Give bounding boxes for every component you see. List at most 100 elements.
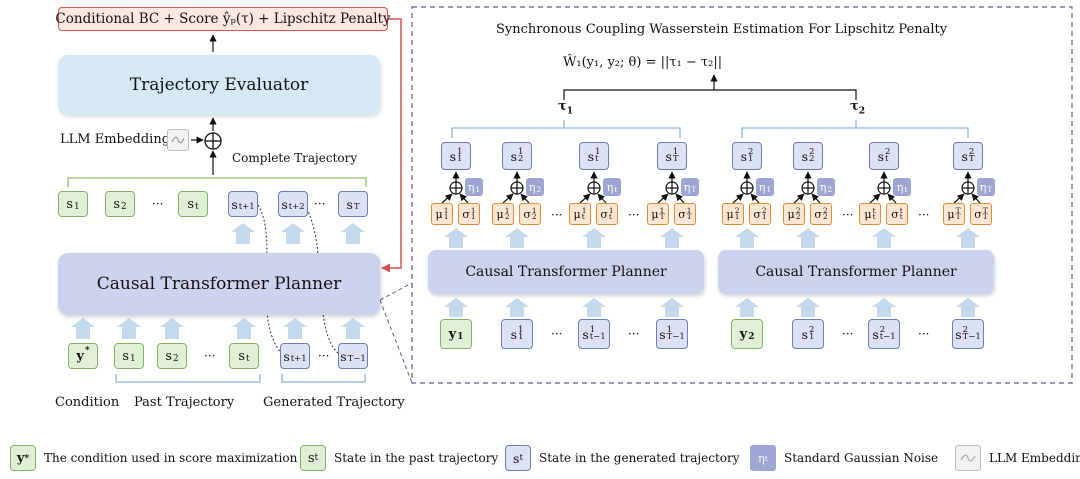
- group2-planner-out-arrow-3: [956, 228, 980, 248]
- group1-ellipsis-in-2: ···: [628, 327, 640, 341]
- group2-planner-in-arrow-1: [796, 298, 820, 317]
- input-token-4: s t+1: [280, 343, 310, 369]
- group2-arrow-mu-1: [793, 193, 805, 204]
- planner-output-arrow-2: [341, 223, 365, 244]
- trajectory-state-3: s t+1: [228, 191, 258, 217]
- trajectory-state-2: s t: [178, 191, 208, 217]
- input-token-0: y*: [68, 343, 98, 369]
- generated-trajectory-label: Generated Trajectory: [263, 395, 405, 410]
- input-token-1: s 1: [114, 343, 144, 369]
- group2-planner-out-arrow-0: [735, 228, 759, 248]
- wasserstein-formula: Ŵ₁(y₁, y₂; θ) = ||τ₁ − τ₂||: [563, 55, 723, 70]
- group2-eta-2: η t: [893, 178, 911, 196]
- group2-ellipsis-right: ···: [918, 208, 930, 222]
- group2-arrow-sigma-0: [750, 193, 760, 204]
- llm-embedding-label: LLM Embedding: [60, 132, 171, 147]
- group2-ellipsis-in-1: ···: [842, 327, 854, 341]
- causal-transformer-planner-1: Causal Transformer Planner: [428, 250, 704, 294]
- planner-input-arrow-0: [71, 318, 95, 339]
- zoom-connector-bottom: [379, 299, 413, 384]
- input-token-5: s T−1: [338, 343, 368, 369]
- group2-planner-in-arrow-0: [735, 298, 759, 317]
- group2-input-0: y 2: [731, 319, 763, 349]
- group1-eta-0: η 1: [465, 178, 483, 196]
- legend-text-2: State in the generated trajectory: [539, 451, 740, 465]
- group1-arrow-mu-0: [441, 193, 453, 204]
- group1-arrow-sigma-0: [459, 193, 469, 204]
- group1-input-0: y 1: [440, 319, 472, 349]
- causal-transformer-planner: Causal Transformer Planner: [58, 253, 380, 315]
- group2-planner-in-arrow-2: [872, 298, 896, 317]
- complete-trajectory-bracket: [67, 177, 367, 187]
- group1-arrow-sigma-2: [597, 193, 607, 204]
- group2-planner-out-arrow-1: [796, 228, 820, 248]
- planner-input-arrow-5: [341, 318, 365, 339]
- trajectory-ellipsis-2: ···: [314, 197, 326, 211]
- legend-symbol-0: y*: [10, 445, 36, 471]
- condition-label: Condition: [55, 395, 120, 410]
- planner-input-arrow-3: [232, 318, 256, 339]
- group2-arrow-sigma-2: [887, 193, 897, 204]
- past-trajectory-bracket: [115, 374, 261, 383]
- group1-planner-out-arrow-1: [505, 228, 529, 248]
- legend-text-1: State in the past trajectory: [334, 451, 499, 465]
- tau1-label: τ1: [558, 99, 574, 117]
- legend-text-3: Standard Gaussian Noise: [784, 451, 939, 465]
- legend-text-4: LLM Embedding: [989, 451, 1080, 465]
- group2-eta-0: η 1: [756, 178, 774, 196]
- planner-output-arrow-1: [281, 223, 305, 244]
- group2-arrow-sigma-1: [811, 193, 821, 204]
- trajectory-state-1: s 2: [105, 191, 135, 217]
- group2-ellipsis-mid: ···: [842, 208, 854, 222]
- llm-embedding-icon: [167, 129, 189, 151]
- trajectory-ellipsis-1: ···: [152, 197, 164, 211]
- group1-ellipsis-in-1: ···: [551, 327, 563, 341]
- group2-planner-out-arrow-2: [872, 228, 896, 248]
- group1-ellipsis-right: ···: [628, 208, 640, 222]
- group2-arrow-mu-0: [732, 193, 744, 204]
- group1-arrow-mu-1: [502, 193, 514, 204]
- past-trajectory-label: Past Trajectory: [134, 395, 235, 410]
- group1-eta-2: η t: [603, 178, 621, 196]
- group1-arrow-mu-2: [579, 193, 591, 204]
- input-token-3: s t: [229, 343, 259, 369]
- group2-planner-in-arrow-3: [956, 298, 980, 317]
- input-ellipsis-2: ···: [318, 349, 330, 363]
- trajectory-state-4: s t+2: [278, 191, 308, 217]
- trajectory-evaluator: Trajectory Evaluator: [58, 55, 380, 115]
- group2-eta-1: η 2: [817, 178, 835, 196]
- group2-arrow-sigma-3: [971, 193, 981, 204]
- right-panel-border: [411, 6, 1073, 384]
- group1-ellipsis-mid: ···: [551, 208, 563, 222]
- group2-arrow-mu-3: [953, 193, 965, 204]
- trajectory-state-5: s T: [338, 191, 368, 217]
- planner-input-arrow-4: [283, 318, 307, 339]
- tau2-label: τ2: [850, 99, 866, 117]
